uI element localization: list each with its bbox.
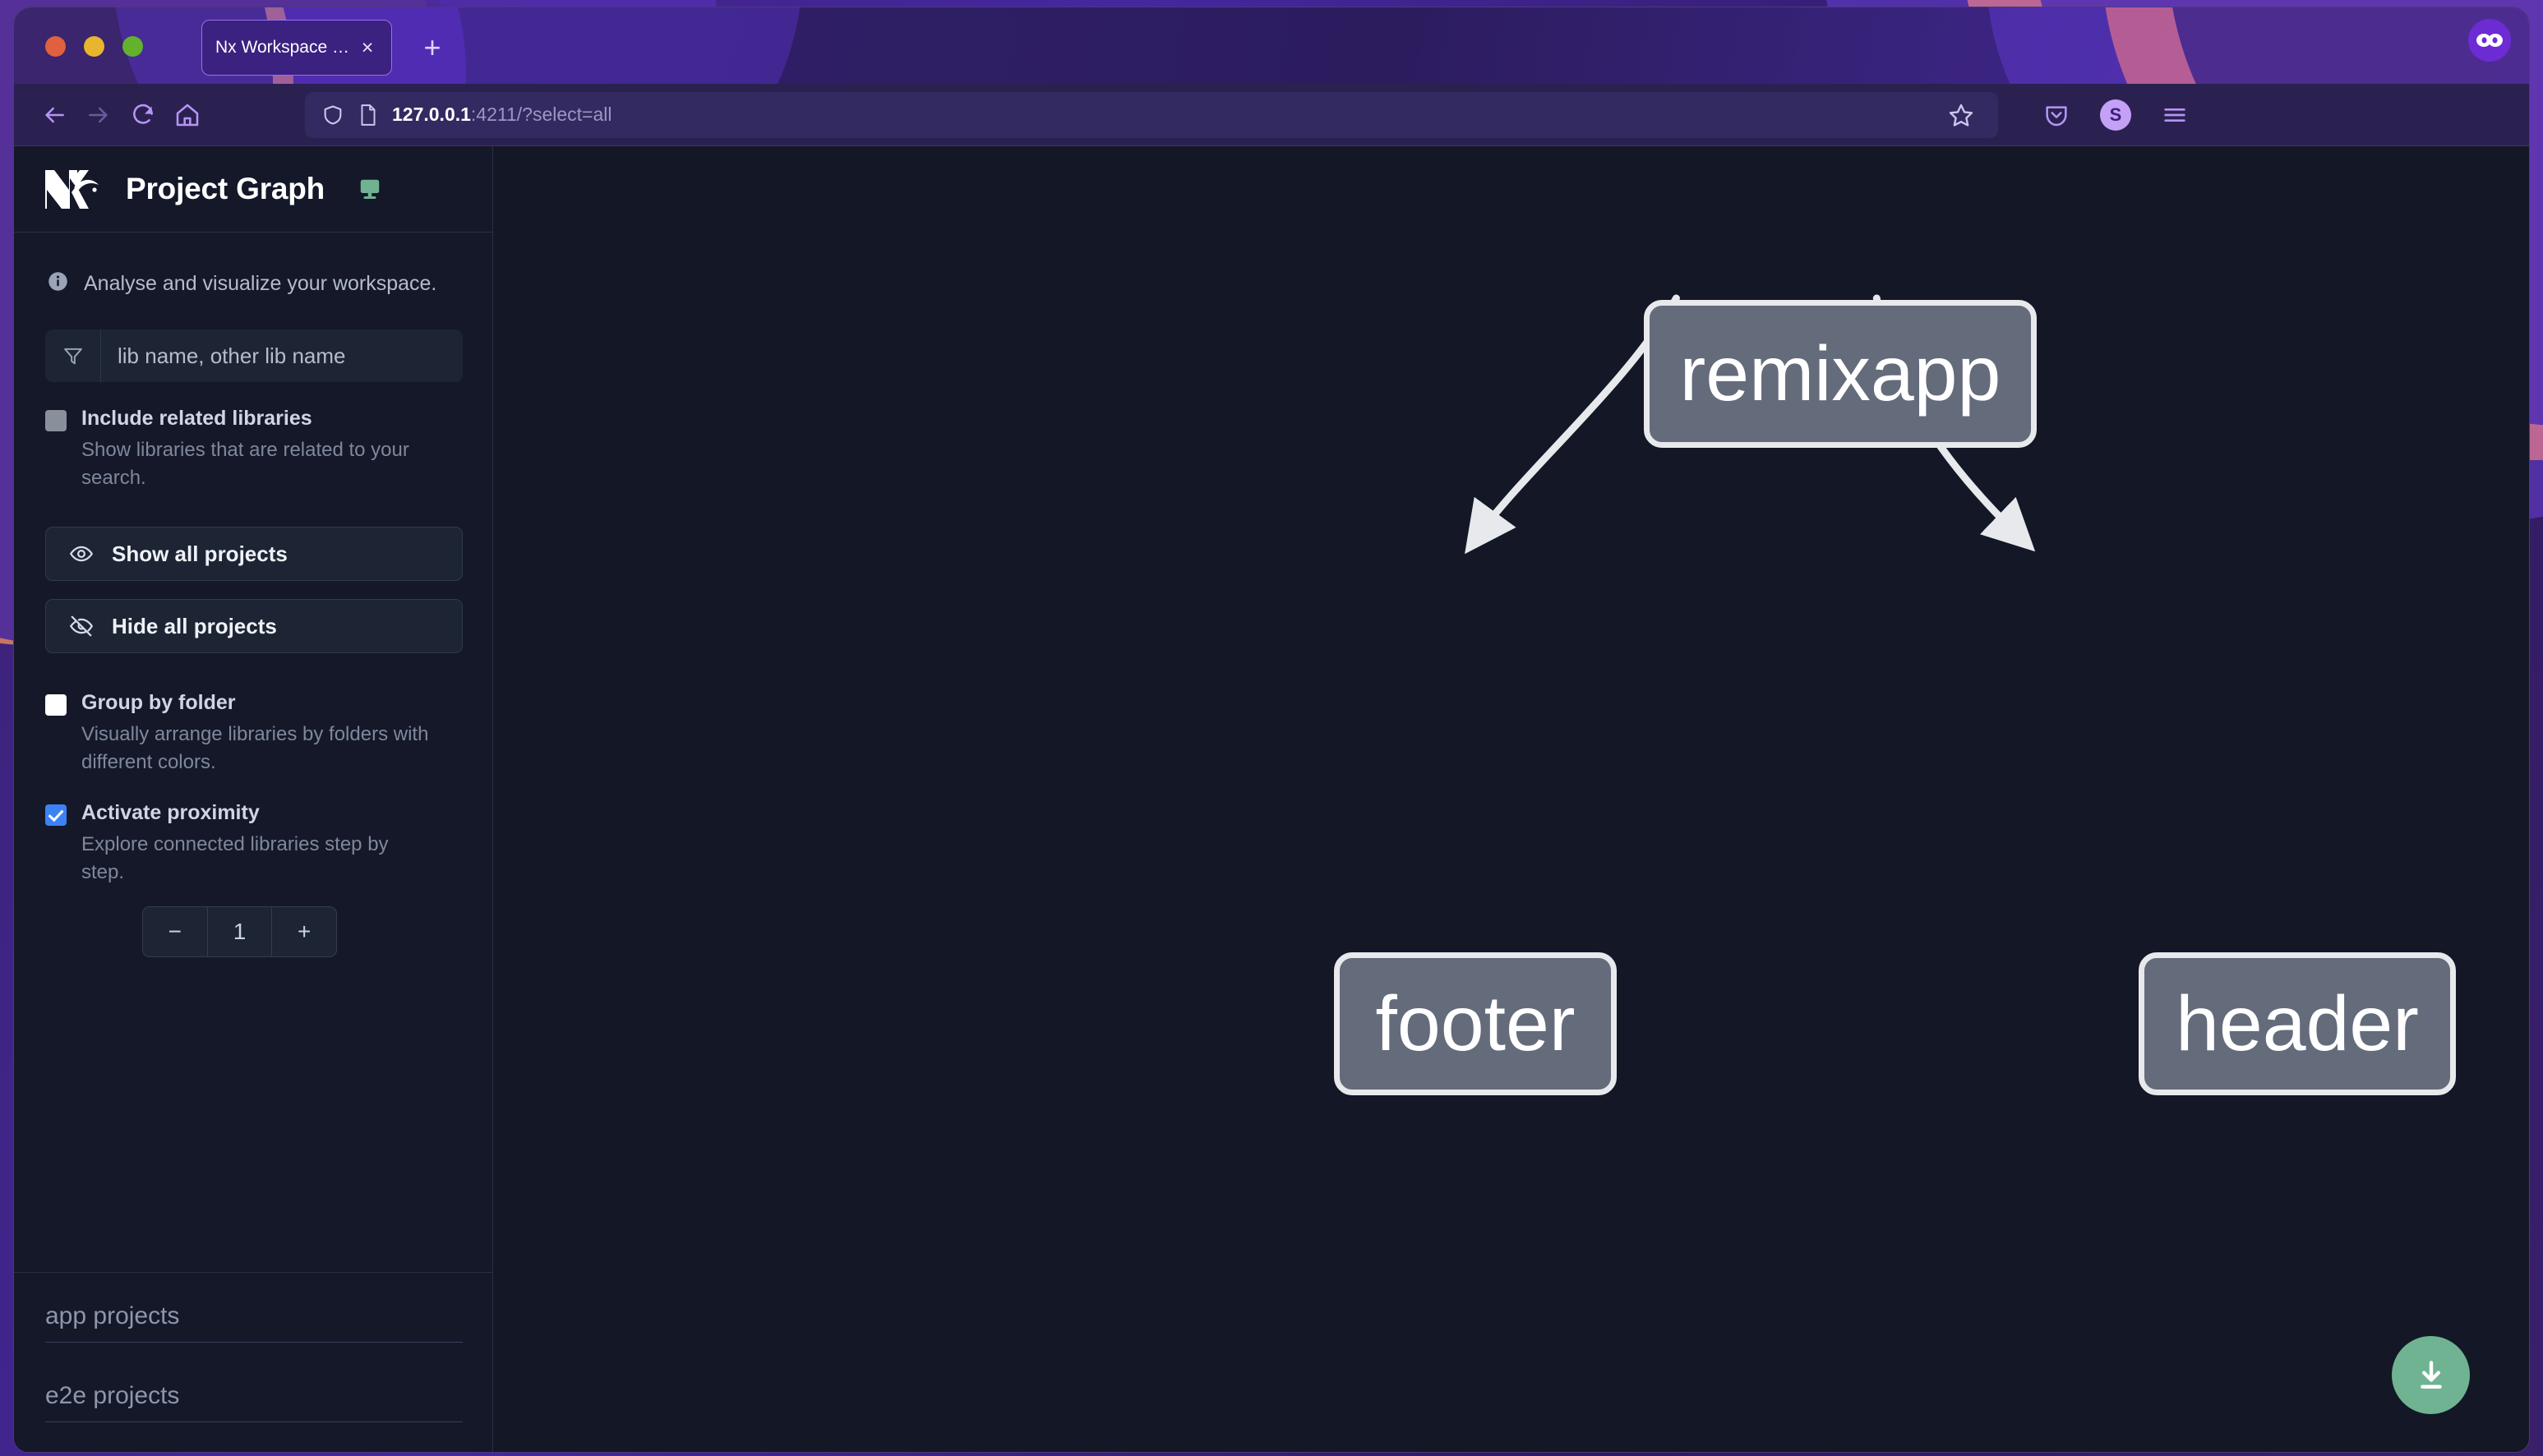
tabbar-decoration (2102, 7, 2529, 84)
back-arrow-icon[interactable] (32, 93, 76, 137)
hamburger-icon[interactable] (2154, 94, 2195, 136)
show-all-projects-button[interactable]: Show all projects (45, 527, 463, 582)
page-title: Project Graph (126, 172, 325, 205)
option-description: Visually arrange libraries by folders wi… (81, 723, 429, 774)
monitor-icon[interactable] (358, 177, 382, 201)
sidebar: Project Graph (14, 146, 493, 1452)
browser-tab-strip: Nx Workspace Project Graph × + (14, 7, 2529, 84)
avatar-initial: S (2100, 99, 2131, 131)
filter-row (14, 297, 492, 382)
pocket-icon[interactable] (2036, 94, 2077, 136)
graph-node-label: remixapp (1679, 329, 2001, 417)
hide-all-projects-button[interactable]: Hide all projects (45, 599, 463, 654)
sidebar-project-groups: app projects e2e projects (14, 1272, 492, 1452)
browser-tab[interactable]: Nx Workspace Project Graph × (201, 20, 392, 76)
stepper-decrement-button[interactable]: − (168, 919, 182, 945)
group-by-folder-checkbox[interactable] (45, 694, 67, 716)
project-visibility-buttons: Show all projects Hide all projects (14, 492, 492, 654)
checkbox-row[interactable]: Activate proximity (45, 801, 463, 827)
star-icon[interactable] (1941, 94, 1982, 136)
funnel-icon (45, 329, 101, 382)
checkbox-row[interactable]: Include related libraries (45, 407, 463, 431)
include-related-checkbox[interactable] (45, 410, 67, 431)
browser-window: Nx Workspace Project Graph × + (13, 7, 2530, 1453)
stepper-value: 1 (206, 907, 272, 957)
url-text: 127.0.0.1:4211/?select=all (392, 104, 612, 125)
group-header-e2e-projects[interactable]: e2e projects (45, 1382, 463, 1422)
option-activate-proximity: Activate proximity Explore connected lib… (14, 776, 492, 958)
option-include-related: Include related libraries Show libraries… (14, 382, 492, 492)
eye-icon (69, 541, 94, 566)
proximity-stepper-wrap: − 1 + (45, 887, 463, 958)
reload-icon[interactable] (121, 93, 165, 137)
window-minimize-button[interactable] (84, 36, 104, 57)
workspace-note: Analyse and visualize your workspace. (14, 233, 492, 297)
search-input[interactable] (101, 329, 463, 382)
page-content: Project Graph (14, 146, 2529, 1452)
checkbox-row[interactable]: Group by folder (45, 691, 463, 716)
toolbar-right-group: S (2036, 94, 2195, 136)
download-button[interactable] (2392, 1336, 2470, 1414)
browser-nav-toolbar: 127.0.0.1:4211/?select=all S (14, 84, 2529, 146)
filter-input-wrap[interactable] (45, 329, 463, 382)
window-traffic-lights (45, 36, 143, 57)
sidebar-body: Analyse and visualize your workspace. (14, 233, 492, 1452)
option-group-by-folder: Group by folder Visually arrange librari… (14, 653, 492, 776)
tabbar-decoration (1987, 7, 2529, 84)
sidebar-header: Project Graph (14, 146, 492, 233)
window-maximize-button[interactable] (122, 36, 143, 57)
option-description: Explore connected libraries step by step… (81, 833, 389, 884)
group-header-app-projects[interactable]: app projects (45, 1302, 463, 1343)
quantity-stepper: − 1 + (142, 906, 337, 958)
graph-node-header[interactable]: header (2139, 952, 2456, 1095)
option-label: Include related libraries (81, 407, 312, 430)
project-graph-canvas[interactable]: remixapp footer header (493, 146, 2529, 1452)
graph-edges-layer (1465, 294, 2036, 555)
graph-node-remixapp[interactable]: remixapp (1644, 300, 2037, 448)
button-label: Show all projects (112, 541, 288, 566)
eye-off-icon (69, 614, 94, 638)
graph-node-label: footer (1375, 979, 1576, 1067)
new-tab-button[interactable]: + (423, 30, 441, 64)
url-bar[interactable]: 127.0.0.1:4211/?select=all (305, 91, 1998, 138)
button-label: Hide all projects (112, 613, 277, 638)
infinity-mask-icon (2468, 19, 2511, 62)
forward-arrow-icon (76, 93, 121, 137)
stepper-increment-button[interactable]: + (271, 907, 336, 957)
option-label: Activate proximity (81, 801, 260, 825)
info-icon (47, 270, 69, 297)
browser-tab-title: Nx Workspace Project Graph (215, 38, 357, 57)
page-icon (358, 104, 379, 127)
graph-node-footer[interactable]: footer (1334, 952, 1617, 1095)
activate-proximity-checkbox[interactable] (45, 804, 67, 827)
close-icon[interactable]: × (361, 35, 374, 59)
profile-avatar[interactable]: S (2095, 94, 2136, 136)
nx-logo (45, 170, 99, 209)
shield-icon (321, 104, 344, 127)
workspace-note-text: Analyse and visualize your workspace. (84, 271, 437, 295)
graph-node-label: header (2176, 979, 2419, 1067)
home-icon[interactable] (165, 93, 210, 137)
window-close-button[interactable] (45, 36, 66, 57)
option-label: Group by folder (81, 691, 236, 715)
option-description: Show libraries that are related to your … (81, 439, 409, 490)
